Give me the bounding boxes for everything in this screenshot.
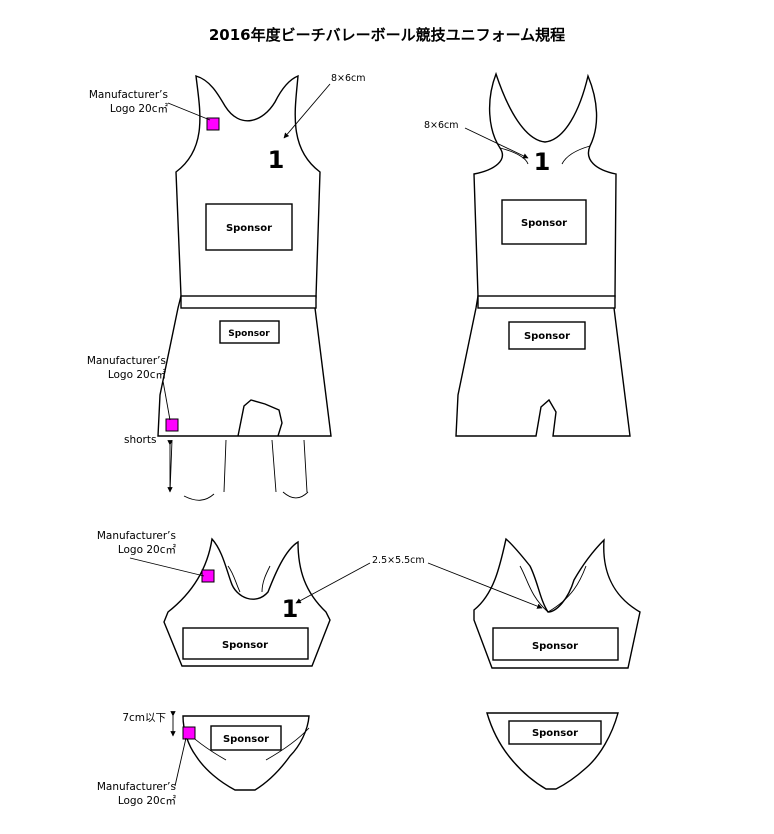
bikini-bottom-back-sponsor-label: Sponsor [532, 728, 578, 739]
bikini-top-front: Sponsor 1 [129, 537, 371, 667]
onepiece-back-sponsor-hip-label: Sponsor [524, 331, 570, 342]
bikini-top-back-sponsor-label: Sponsor [532, 641, 578, 652]
bikini-top-front-sponsor-label: Sponsor [222, 640, 268, 651]
number-size-label-front: 8×6cm [331, 73, 366, 84]
bikini-top-front-armhole [227, 565, 271, 593]
logo-leader-chest-front [167, 102, 211, 121]
number-size-leader-back [464, 127, 529, 159]
bikini-top-front-sponsor [182, 627, 309, 660]
onepiece-front: Sponsor Sponsor 1 [157, 74, 332, 501]
bikini-top-back-outline [473, 537, 641, 669]
onepiece-front-number: 1 [268, 146, 285, 174]
shorts-label: shorts [124, 434, 156, 446]
onepiece-front-outline [157, 74, 332, 437]
bikini-bottom-back: Sponsor [486, 712, 619, 790]
bikini-top-back-strap-inner [519, 565, 587, 613]
onepiece-front-waistband [180, 295, 317, 309]
bikini-bottom-back-sponsor [508, 720, 602, 745]
onepiece-back-sponsor-hip [508, 321, 586, 350]
number-size-leader-bikini-back [427, 562, 543, 609]
bikini-top-front-logo [201, 569, 215, 583]
bikini-bottom-back-outline [486, 712, 619, 790]
leg-left-outline [169, 439, 227, 501]
logo-leader-leg [162, 380, 171, 421]
manufacturer-logo-label-2b: Logo 20c㎡ [108, 369, 167, 381]
bikini-bottom-front-leg-right [265, 727, 310, 761]
onepiece-back-sponsor-chest [501, 199, 587, 245]
manufacturer-logo-label-3a: Manufacturer’s [97, 530, 176, 542]
manufacturer-logo-label-1a: Manufacturer’s [89, 89, 168, 101]
page-title: 2016年度ビーチバレーボール競技ユニフォーム規程 [209, 26, 565, 44]
onepiece-front-logo-leg [165, 418, 179, 432]
onepiece-back: Sponsor Sponsor 1 [455, 71, 631, 437]
manufacturer-logo-label-3b: Logo 20c㎡ [118, 544, 177, 556]
manufacturer-logo-label-4a: Manufacturer’s [97, 781, 176, 793]
bikini-bottom-front: Sponsor [170, 711, 310, 791]
onepiece-front-logo-chest [206, 117, 220, 131]
bikini-top-front-number: 1 [282, 595, 299, 623]
leg-right-outline [271, 439, 309, 499]
logo-leader-bikini-bottom [174, 737, 187, 787]
bikini-bottom-front-logo [182, 726, 196, 740]
onepiece-back-waistband [477, 295, 616, 309]
bikini-top-back-sponsor [492, 627, 619, 661]
onepiece-front-sponsor-chest-label: Sponsor [226, 223, 272, 234]
bikini-top-front-outline [163, 537, 331, 667]
number-size-leader-bikini-front [295, 562, 371, 604]
onepiece-back-sponsor-chest-label: Sponsor [521, 218, 567, 229]
onepiece-front-sponsor-chest [205, 203, 293, 251]
manufacturer-logo-label-2a: Manufacturer’s [87, 355, 166, 367]
onepiece-front-sponsor-hip [219, 320, 280, 344]
onepiece-back-number: 1 [534, 148, 551, 176]
bikini-top-back: Sponsor [427, 537, 641, 669]
bikini-bottom-front-sponsor-label: Sponsor [223, 734, 269, 745]
bikini-bottom-front-sponsor [210, 725, 282, 751]
onepiece-back-outline [455, 71, 631, 437]
number-size-leader-front [283, 83, 331, 139]
onepiece-back-strap-inner [499, 145, 591, 165]
bikini-bottom-front-outline [182, 715, 310, 791]
bikini-bottom-height-label: 7cm以下 [122, 712, 166, 724]
number-size-label-small: 2.5×5.5cm [372, 555, 425, 566]
logo-leader-bikini-top [129, 557, 205, 577]
manufacturer-logo-label-4b: Logo 20c㎡ [118, 795, 177, 807]
onepiece-front-sponsor-hip-label: Sponsor [228, 329, 270, 339]
manufacturer-logo-label-1b: Logo 20c㎡ [110, 103, 169, 115]
number-size-label-back: 8×6cm [424, 120, 459, 131]
